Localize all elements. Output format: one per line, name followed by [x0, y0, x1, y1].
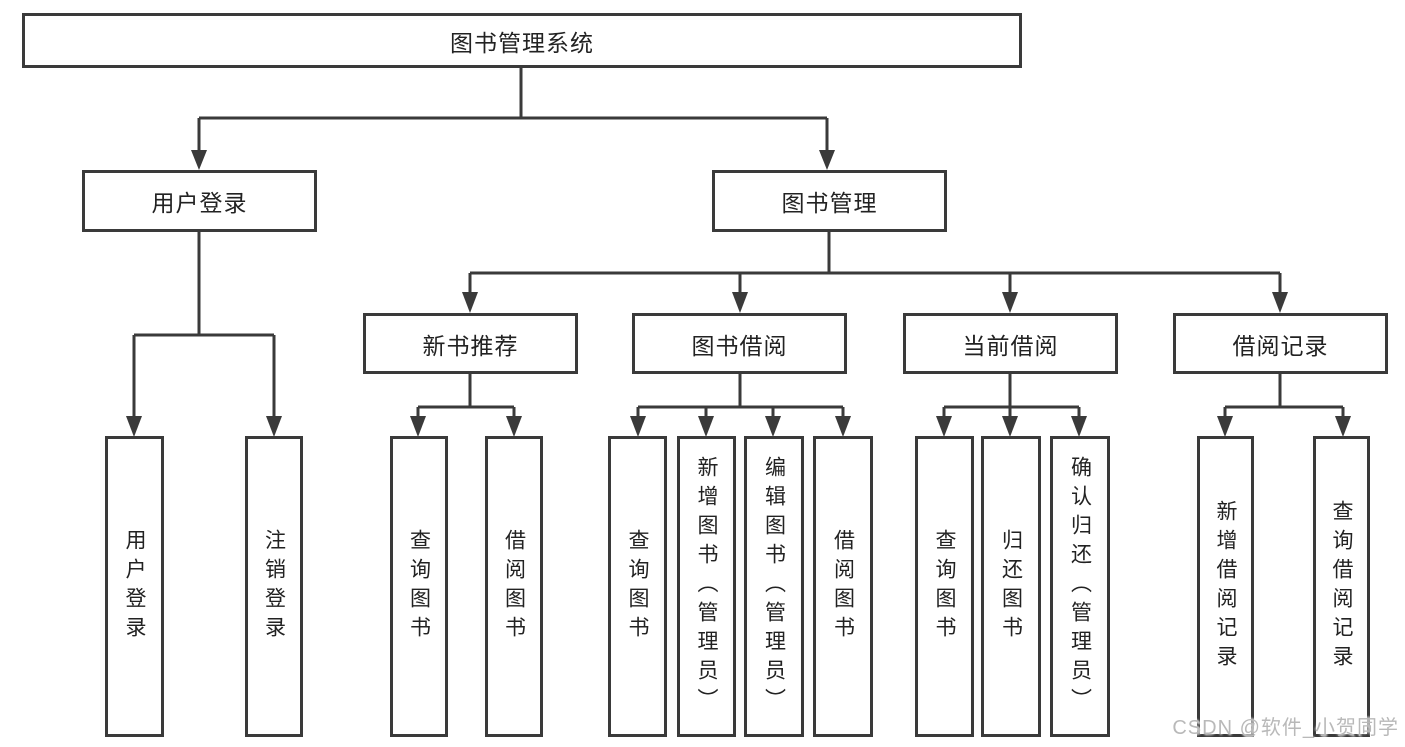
node-root-label: 图书管理系统: [450, 29, 594, 56]
node-book-management-label: 图书管理: [781, 190, 878, 216]
leaf-label: 借阅图书: [831, 528, 855, 645]
leaf-label: 查询图书: [933, 528, 956, 645]
leaf-label: 查询图书: [407, 528, 431, 645]
leaf-label: 新增图书（管理员）: [695, 456, 718, 717]
leaf-borrow-books: 借阅图书: [813, 436, 873, 737]
leaf-search-books-borrowing: 查询图书: [608, 436, 667, 737]
leaf-user-login: 用户登录: [105, 436, 164, 737]
leaf-label: 注销登录: [262, 528, 286, 645]
leaf-add-borrow-record: 新增借阅记录: [1197, 436, 1254, 737]
leaf-confirm-return-admin: 确认归还（管理员）: [1050, 436, 1110, 737]
csdn-watermark: CSDN @软件_小贺同学: [1172, 717, 1399, 739]
leaf-label: 查询借阅记录: [1330, 499, 1353, 674]
node-user-login-label: 用户登录: [151, 190, 248, 216]
node-current-borrowing-label: 当前借阅: [962, 332, 1059, 359]
leaf-label: 确认归还（管理员）: [1068, 456, 1092, 717]
node-borrowing-records-label: 借阅记录: [1232, 332, 1329, 359]
node-new-book-recommend: 新书推荐: [363, 313, 578, 374]
node-new-book-recommend-label: 新书推荐: [422, 332, 519, 359]
node-book-borrowing-label: 图书借阅: [691, 332, 788, 359]
leaf-search-books-recommend: 查询图书: [390, 436, 448, 737]
node-book-borrowing: 图书借阅: [632, 313, 847, 374]
leaf-edit-books-admin: 编辑图书（管理员）: [744, 436, 804, 737]
arrowheads: [126, 150, 1351, 437]
leaf-label: 归还图书: [999, 528, 1023, 645]
node-book-management: 图书管理: [712, 170, 947, 232]
leaf-label: 用户登录: [123, 528, 146, 645]
leaf-search-borrow-record: 查询借阅记录: [1313, 436, 1370, 737]
leaf-search-books-current: 查询图书: [915, 436, 974, 737]
leaf-label: 编辑图书（管理员）: [762, 456, 786, 717]
leaf-borrow-books-recommend: 借阅图书: [485, 436, 543, 737]
leaf-label: 查询图书: [626, 528, 649, 645]
leaf-add-books-admin: 新增图书（管理员）: [677, 436, 736, 737]
leaf-label: 借阅图书: [502, 528, 526, 645]
leaf-logout: 注销登录: [245, 436, 303, 737]
node-current-borrowing: 当前借阅: [903, 313, 1118, 374]
leaf-return-books: 归还图书: [981, 436, 1041, 737]
node-borrowing-records: 借阅记录: [1173, 313, 1388, 374]
node-root: 图书管理系统: [22, 13, 1022, 68]
leaf-label: 新增借阅记录: [1214, 499, 1237, 674]
node-user-login: 用户登录: [82, 170, 317, 232]
